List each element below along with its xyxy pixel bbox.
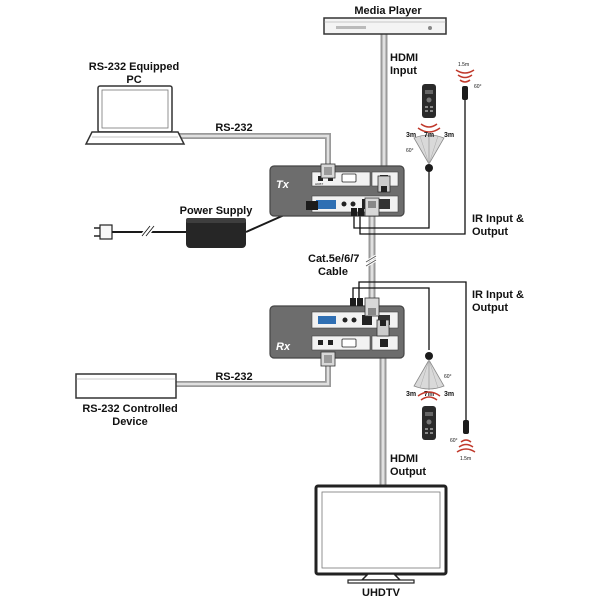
bottom-range-angle: 60° [444, 374, 452, 380]
ir-bottom-label-2: Output [472, 302, 508, 314]
hdmi-input-label-1: HDMI [390, 52, 418, 64]
top-range-angle: 60° [406, 148, 414, 154]
bottom-range-7m: 7m [424, 391, 434, 398]
ir-top-label-1: IR Input & [472, 213, 524, 225]
ir-wire-tx-emitter [359, 100, 466, 235]
bottom-remote-control [422, 406, 436, 440]
uhdtv-label: UHDTV [362, 587, 401, 599]
bottom-remote-ir-wave-icon [417, 391, 441, 401]
rs232-controlled-device [75, 373, 177, 399]
rs232-device-label-2: Device [112, 416, 147, 428]
rx-hdmi-connector [376, 319, 390, 337]
top-range-7m: 7m [424, 132, 434, 139]
cat-cable-label-1: Cat.5e/6/7 [308, 253, 359, 265]
top-range-3m-left: 3m [406, 132, 416, 139]
top-emitter-distance: 1.5m [458, 62, 469, 68]
bottom-range-3m-right: 3m [444, 391, 454, 398]
tx-power-connector [306, 201, 318, 210]
power-supply-label: Power Supply [180, 205, 254, 217]
rs232-top-label: RS-232 [215, 122, 252, 134]
tx-rs232-connector [320, 163, 336, 179]
hdmi-input-label-2: Input [390, 65, 417, 77]
bottom-emitter-angle: 60° [450, 438, 458, 444]
power-plug [94, 224, 113, 240]
tx-rj45-connector [364, 197, 380, 217]
bottom-ir-emitter [463, 420, 469, 434]
bottom-ir-emitter-wave-icon [456, 439, 476, 453]
top-ir-emitter-wave-icon [455, 69, 475, 83]
top-ir-range-fan [413, 134, 445, 165]
hdmi-output-label-2: Output [390, 466, 426, 478]
ir-top-label-2: Output [472, 226, 508, 238]
cat-cable-label-2: Cable [318, 266, 348, 278]
ir-wire-rx-receiver [352, 287, 430, 350]
hdmi-output-label-1: HDMI [390, 453, 418, 465]
rx-rs232-connector [320, 351, 336, 367]
bottom-emitter-distance: 1.5m [460, 456, 471, 462]
bottom-ir-receiver-sensor [425, 352, 433, 360]
top-emitter-angle: 60° [474, 84, 482, 90]
rx-ir-jacks [350, 298, 363, 306]
tx-ir-jacks [351, 208, 364, 216]
top-ir-receiver-sensor [425, 164, 433, 172]
top-ir-emitter [462, 86, 468, 100]
power-supply-brick [186, 218, 246, 248]
rs232-top-cable [170, 133, 331, 168]
rx-rj45-connector [364, 297, 380, 317]
ir-wire-tx-receiver [353, 170, 430, 229]
bottom-range-3m-left: 3m [406, 391, 416, 398]
top-range-3m-right: 3m [444, 132, 454, 139]
ir-wire-rx-emitter [358, 281, 467, 422]
rs232-pc-label-1: RS-232 Equipped [89, 61, 179, 73]
rs232-pc-laptop [84, 85, 186, 145]
rx-label: Rx [276, 341, 291, 353]
rs232-bottom-label: RS-232 [215, 371, 252, 383]
bottom-ir-range-fan [413, 359, 445, 390]
svg-text:HDBT: HDBT [315, 182, 323, 186]
rs232-device-label-1: RS-232 Controlled [82, 403, 177, 415]
rs232-pc-label-2: PC [126, 74, 141, 86]
uhdtv-display [314, 484, 448, 584]
tx-hdmi-connector [377, 175, 391, 193]
top-remote-ir-wave-icon [417, 123, 441, 133]
tx-label: Tx [276, 179, 290, 191]
top-remote-control [422, 84, 436, 118]
media-player [323, 17, 447, 35]
ir-bottom-label-1: IR Input & [472, 289, 524, 301]
media-player-label: Media Player [354, 5, 422, 17]
